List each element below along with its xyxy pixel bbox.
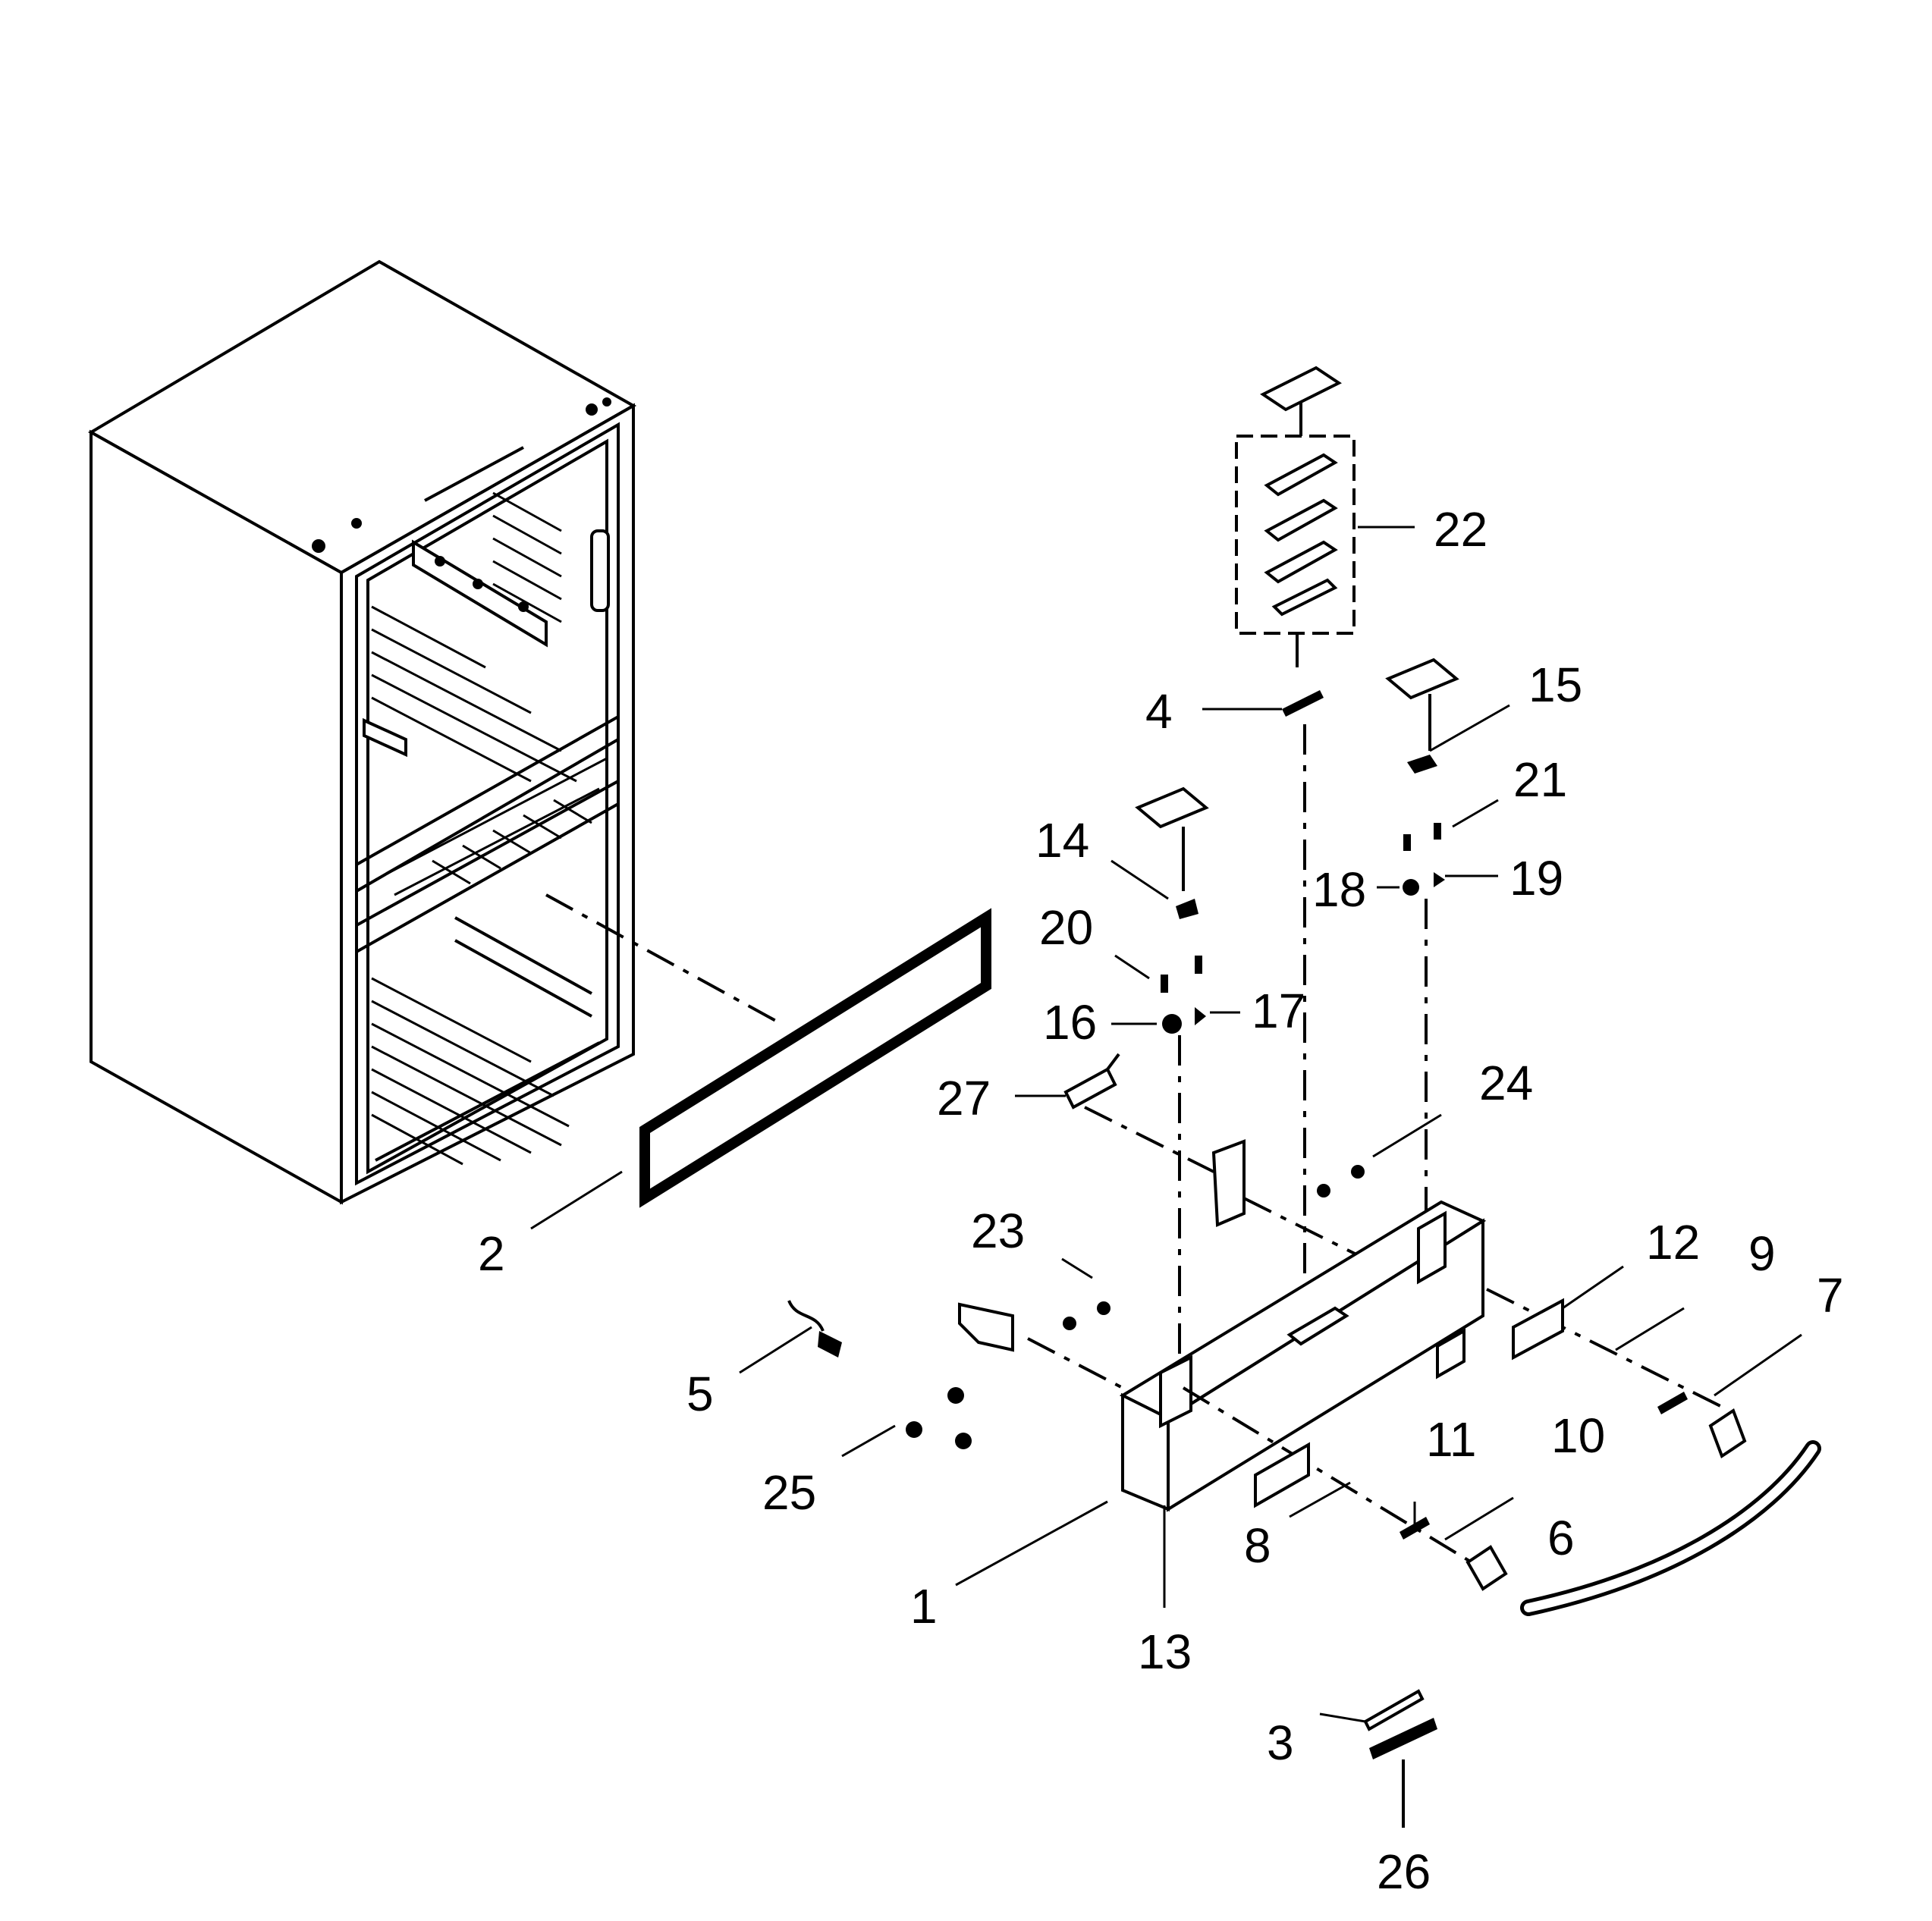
part-3-strip (1363, 1689, 1425, 1731)
callout-24: 24 (1479, 1056, 1533, 1110)
callout-14: 14 (1035, 813, 1089, 868)
upper-shelf-hatching (371, 491, 577, 783)
handle-axis-upper (1486, 1288, 1730, 1412)
hinge-cap-left (1135, 786, 1209, 829)
callout-7: 7 (1817, 1268, 1844, 1323)
callout-26: 26 (1377, 1844, 1431, 1899)
callout-6: 6 (1547, 1511, 1575, 1565)
callout-17: 17 (1252, 984, 1305, 1038)
callout-10: 10 (1551, 1408, 1605, 1463)
parts-kit-box (1235, 366, 1356, 667)
part-25-screws (906, 1387, 972, 1449)
callout-25: 25 (762, 1465, 816, 1520)
callout-18: 18 (1312, 862, 1366, 917)
callout-leaders (530, 526, 1802, 1723)
lower-compartment-hatching (371, 916, 600, 1166)
leader-left-hinge (1027, 1337, 1123, 1389)
leader-cabinet-to-gasket (545, 893, 782, 1025)
leader-center-bracket (1243, 1197, 1427, 1291)
part-12-plate (1512, 1298, 1564, 1361)
callout-12: 12 (1646, 1215, 1700, 1270)
callout-3: 3 (1267, 1715, 1294, 1770)
part-5-sensor (787, 1300, 842, 1358)
center-bracket (1211, 1139, 1246, 1227)
part-27-bracket (1063, 1067, 1117, 1110)
callout-13: 13 (1138, 1624, 1192, 1679)
refrigerator-cabinet (87, 259, 637, 1205)
drawer-front (1119, 1200, 1487, 1512)
part-4-strip (1282, 690, 1324, 717)
callout-4: 4 (1145, 684, 1173, 739)
callout-19: 19 (1509, 851, 1563, 906)
part-13-plate (1254, 1442, 1310, 1508)
callout-21: 21 (1513, 752, 1567, 807)
callout-20: 20 (1039, 900, 1093, 955)
callout-5: 5 (686, 1367, 714, 1421)
gasket-frame (639, 908, 991, 1208)
callout-8: 8 (1244, 1518, 1271, 1573)
callout-9: 9 (1748, 1226, 1776, 1281)
hinge-cap-right (1385, 658, 1459, 700)
part-26-strip (1369, 1718, 1437, 1759)
left-hinge-bracket (958, 1302, 1014, 1352)
handle-end-cap-left (1465, 1545, 1508, 1591)
callout-15: 15 (1528, 658, 1582, 712)
leader-27 (1084, 1106, 1214, 1173)
callout-27: 27 (937, 1071, 991, 1125)
handle-end-cap-right (1708, 1408, 1747, 1459)
callout-2: 2 (478, 1226, 505, 1281)
callout-16: 16 (1043, 995, 1097, 1050)
part-10-shim (1657, 1392, 1688, 1414)
callout-23: 23 (971, 1204, 1025, 1258)
drawer-rail-hatching (375, 757, 608, 896)
callout-labels: 1 2 3 4 5 6 7 8 9 10 11 12 13 14 15 16 1… (478, 502, 1844, 1899)
callout-22: 22 (1434, 502, 1487, 557)
callout-11: 11 (1426, 1412, 1476, 1467)
callout-1: 1 (910, 1579, 938, 1634)
